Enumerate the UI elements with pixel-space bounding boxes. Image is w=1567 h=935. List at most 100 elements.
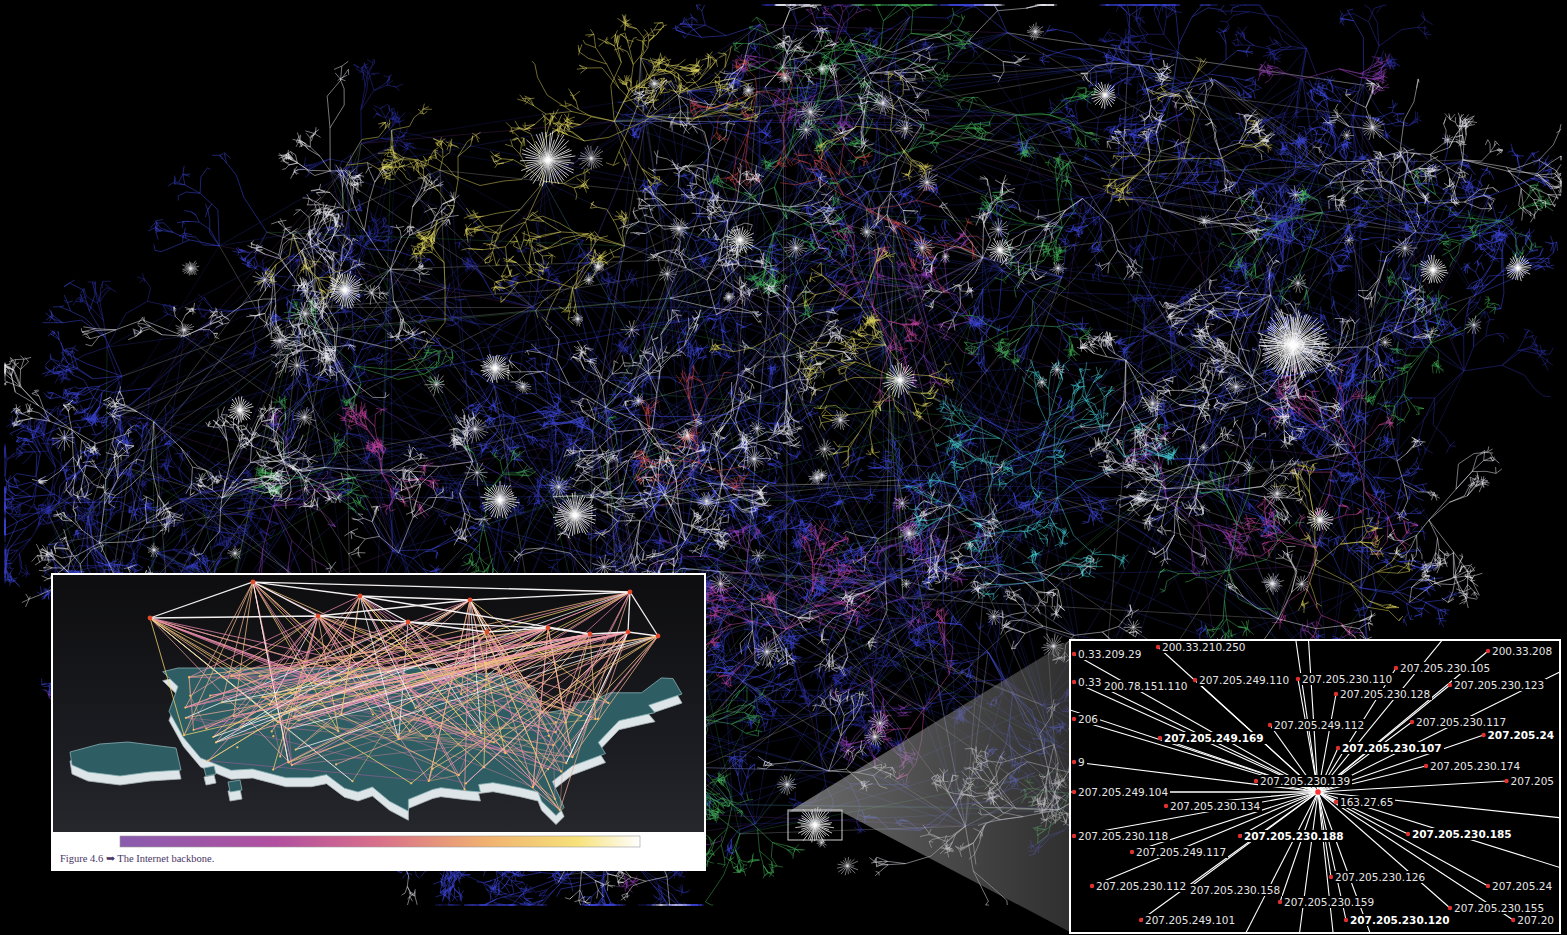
figure-caption: Figure 4.6 ➥ The Internet backbone. (60, 852, 214, 865)
city-point (473, 690, 475, 692)
ip-address-label: 207.205.230.118 (1076, 830, 1170, 842)
host-dot (1072, 652, 1076, 656)
regional-link (399, 739, 573, 757)
city-point (559, 809, 561, 811)
zoom-link (1296, 792, 1318, 932)
regional-link (553, 745, 555, 798)
zoom-inset (1040, 600, 1567, 935)
city-point (432, 768, 434, 770)
city-point (193, 729, 195, 731)
city-point (548, 735, 550, 737)
city-point (398, 738, 400, 740)
host-dot (1072, 760, 1076, 764)
city-point (335, 763, 337, 765)
host-dot (1486, 884, 1490, 888)
city-point (340, 713, 342, 715)
zoom-link (1074, 682, 1318, 792)
backbone-drop-line (194, 628, 548, 730)
ip-address-label: 207.205.230.126 (1333, 871, 1427, 883)
backbone-inset (52, 574, 705, 870)
backbone-drop-line (360, 596, 556, 722)
host-dot (1504, 779, 1508, 783)
host-dot (1130, 850, 1134, 854)
zoom-link (1074, 762, 1318, 792)
city-point (528, 685, 530, 687)
inset-frame (52, 574, 705, 870)
ip-address-label: 207.205.249.110 (1197, 674, 1291, 686)
backbone-node (656, 634, 661, 639)
host-dot (1448, 683, 1452, 687)
color-bar (120, 836, 640, 847)
backbone-drop-line (360, 596, 474, 734)
host-dot (1193, 678, 1197, 682)
ip-address-label: 207.205 (1509, 775, 1556, 787)
city-point (358, 675, 360, 677)
city-point (291, 764, 293, 766)
ip-address-label: 207.205.249.101 (1143, 914, 1237, 926)
backbone-drop-line (231, 616, 318, 676)
host-dot (1072, 680, 1076, 684)
zoom-link (1306, 641, 1318, 792)
ip-address-label: 207.205.230.159 (1282, 896, 1376, 908)
city-point (272, 768, 274, 770)
ip-address-label: 207.205.249.169 (1162, 732, 1266, 744)
city-point (270, 686, 272, 688)
zoom-link (1132, 792, 1318, 852)
host-dot (1486, 649, 1490, 653)
city-point (230, 675, 232, 677)
host-dot (1394, 666, 1398, 670)
host-dot (1410, 720, 1414, 724)
city-point (188, 676, 190, 678)
city-point (412, 685, 414, 687)
zoom-links (1071, 641, 1559, 932)
backbone-node (588, 632, 593, 637)
host-dot (1334, 692, 1338, 696)
ip-address-label: 0.33.209.29 (1076, 648, 1143, 660)
city-point (209, 694, 211, 696)
city-point (368, 696, 370, 698)
backbone-drop-line (222, 634, 590, 703)
zoom-link (1318, 792, 1513, 920)
city-point (473, 733, 475, 735)
zoom-link (1318, 792, 1450, 908)
backbone-drop-line (208, 600, 470, 761)
ip-address-label: 207.205.249.104 (1076, 786, 1170, 798)
backbone-ring (628, 592, 630, 632)
backbone-drop-line (296, 600, 470, 750)
zoom-link (1270, 725, 1318, 792)
backbone-drop-line (570, 636, 658, 745)
city-point (552, 744, 554, 746)
backbone-drop-line (360, 596, 553, 745)
host-dot (1406, 832, 1410, 836)
backbone-node (358, 594, 363, 599)
host-dot (1072, 717, 1076, 721)
zoom-link (1100, 686, 1318, 792)
zoom-link (1318, 685, 1450, 792)
ip-address-label: 9 (1076, 756, 1087, 768)
backbone-drop-line (260, 592, 630, 676)
host-dot (1098, 684, 1102, 688)
city-point (504, 752, 506, 754)
backbone-drop-line (289, 636, 658, 729)
host-dot (1156, 645, 1160, 649)
city-point (290, 692, 292, 694)
city-point (547, 730, 549, 732)
backbone-drop-line (556, 592, 630, 732)
caption-strip (53, 832, 704, 869)
backbone-ring (253, 582, 318, 616)
city-point (287, 761, 289, 763)
zoom-link (1318, 792, 1331, 877)
city-point (221, 701, 223, 703)
ip-address-label: 207.205.230.134 (1168, 800, 1262, 812)
zoom-link (1071, 700, 1318, 792)
city-point (259, 675, 261, 677)
ip-address-label: 207.205.230.120 (1348, 914, 1452, 926)
backbone-drop-line (263, 592, 630, 697)
map-surface (204, 766, 216, 776)
city-point (465, 734, 467, 736)
city-point (428, 780, 430, 782)
host-dot (1448, 906, 1452, 910)
city-point (409, 730, 411, 732)
host-dot (1072, 834, 1076, 838)
